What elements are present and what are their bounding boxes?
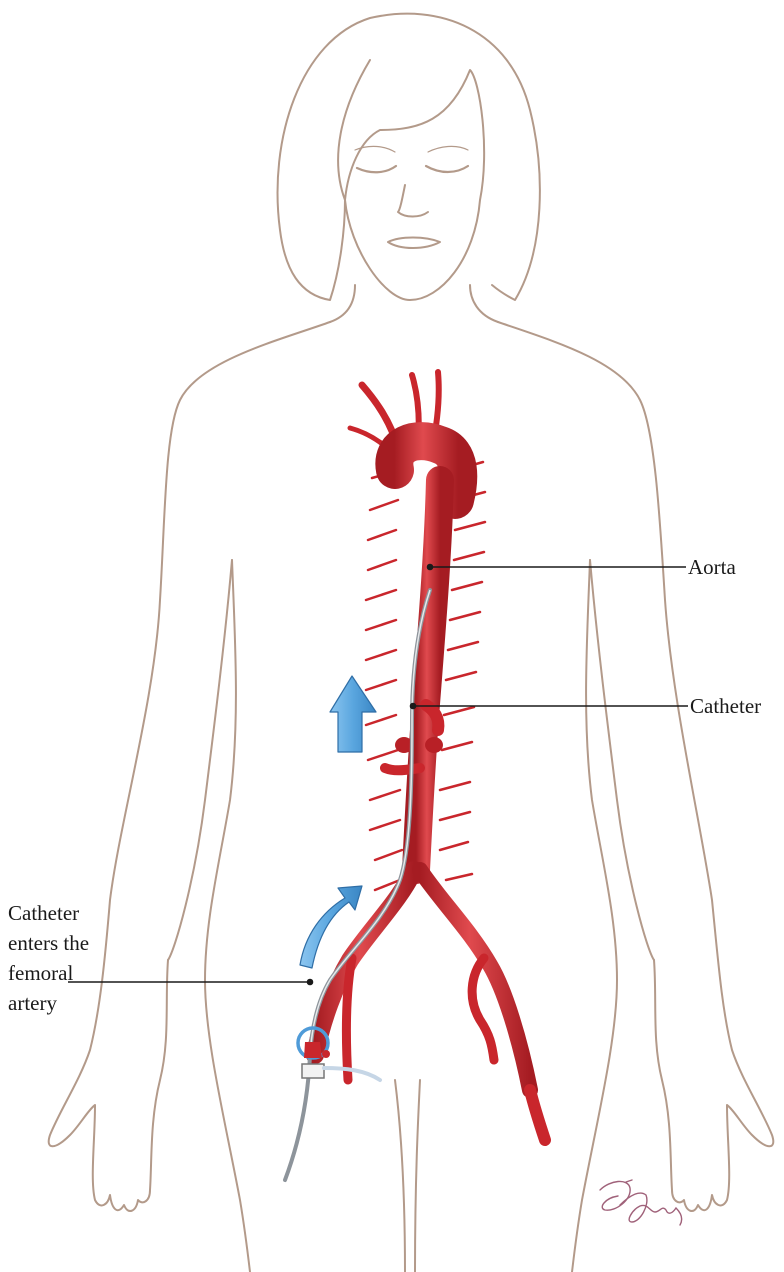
femoral-label-line: femoral (8, 958, 89, 988)
femoral-label-line: enters the (8, 928, 89, 958)
artist-signature (600, 1180, 682, 1225)
right-eye (426, 166, 468, 172)
hair-strand (338, 60, 370, 200)
left-eye (357, 166, 396, 172)
leg-inner (395, 1080, 405, 1272)
femoral-entry-label: Catheter enters the femoral artery (8, 898, 89, 1018)
catheter-label: Catheter (690, 693, 761, 720)
body-outline (49, 14, 774, 1272)
left-arm-outer (49, 322, 330, 1211)
torso-right (572, 560, 617, 1272)
up-arrow-icon (330, 676, 376, 752)
descending-aorta (416, 480, 440, 870)
mouth (388, 238, 440, 249)
nose (398, 185, 428, 217)
femoral-label-line: artery (8, 988, 89, 1018)
left-iliac (315, 870, 414, 1055)
torso-left (205, 560, 250, 1272)
aorta-label: Aorta (688, 554, 736, 581)
neck-right (470, 285, 498, 322)
right-arm-outer (498, 322, 773, 1211)
right-arm-inner (590, 560, 654, 960)
hair-outline (278, 14, 540, 300)
aorta (315, 372, 545, 1140)
femoral-label-line: Catheter (8, 898, 89, 928)
face-outline (345, 70, 484, 300)
left-arm-inner (168, 560, 232, 960)
